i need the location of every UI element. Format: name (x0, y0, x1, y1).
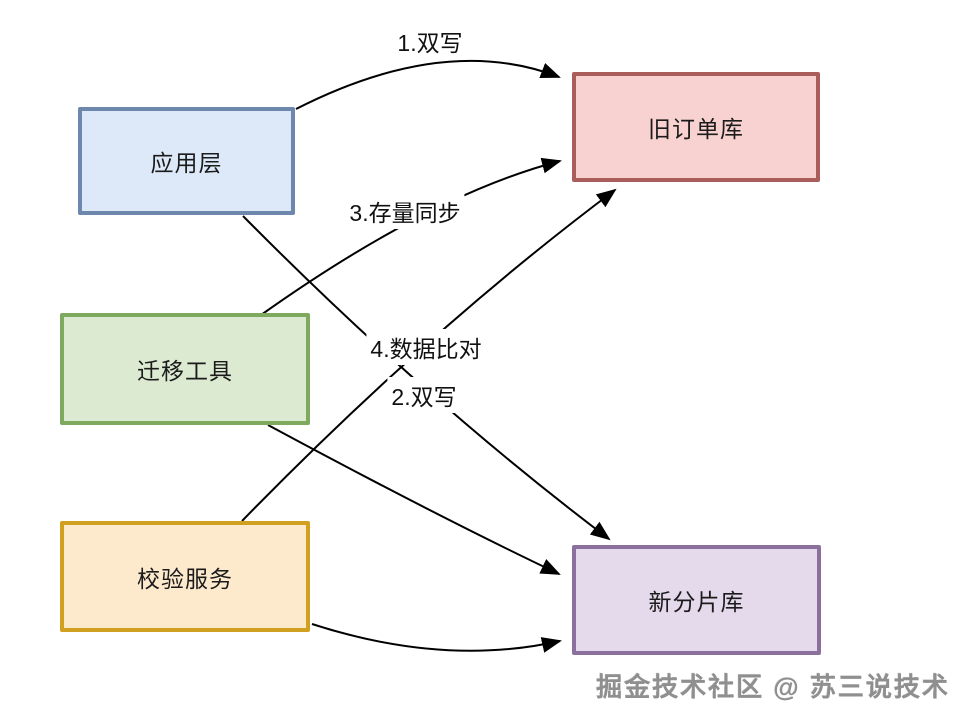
edge-migration-to-new-arrow (267, 424, 561, 575)
edge-label-data-compare: 4.数据比对 (366, 329, 486, 365)
watermark-text: 掘金技术社区 @ 苏三说技术 (596, 672, 950, 702)
edge-label-stock-sync: 3.存量同步 (345, 193, 465, 229)
node-app-layer-label: 应用层 (150, 150, 223, 176)
edge-validation-to-new-arrow (311, 623, 562, 653)
node-new-shard-db-label: 新分片库 (648, 589, 745, 615)
node-migration-tool: 迁移工具 (60, 313, 310, 425)
edge-migration-to-old-arrow (260, 157, 562, 316)
node-old-order-db: 旧订单库 (572, 72, 820, 182)
edge-label-double-write-2: 2.双写 (387, 377, 461, 413)
node-migration-tool-label: 迁移工具 (137, 358, 233, 384)
edge-label-double-write-1: 1.双写 (393, 23, 467, 59)
node-new-shard-db: 新分片库 (572, 545, 821, 655)
node-validation-service: 校验服务 (60, 521, 310, 632)
node-validation-service-label: 校验服务 (137, 565, 233, 592)
edge-app-to-old-arrow (295, 59, 561, 110)
node-old-order-db-label: 旧订单库 (648, 116, 744, 142)
node-app-layer: 应用层 (78, 107, 295, 215)
